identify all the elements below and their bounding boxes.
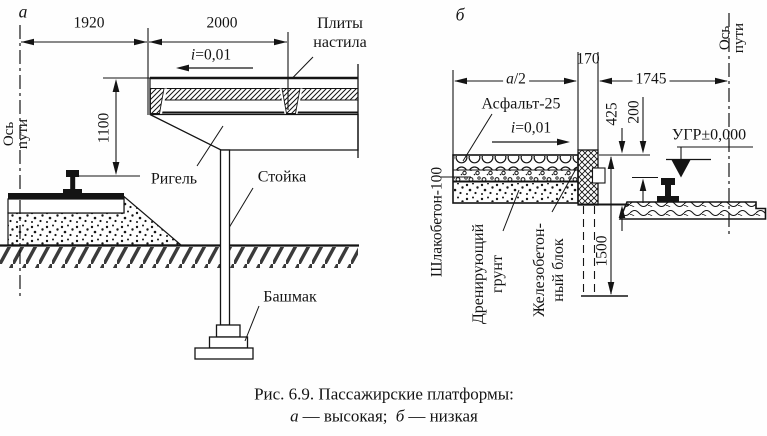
rail-section-b (657, 178, 679, 202)
ground-hatch-a (0, 247, 358, 268)
diagram-a-lines (0, 25, 359, 360)
crossbeam-outline (149, 113, 359, 151)
asphalt-label: Асфальт-25 (481, 95, 561, 113)
shoe-leader (244, 305, 260, 342)
arrow-left-icon (21, 38, 34, 46)
deck-leader (291, 56, 314, 79)
asphalt-layer (454, 156, 577, 170)
block-step (591, 167, 606, 184)
sleeper-slab (7, 198, 125, 214)
dim-1745-label: 1745 (632, 70, 670, 88)
crossbeam-label: Ригель (150, 170, 198, 188)
panel-a-label: а (18, 1, 28, 22)
drain-soil-layer (454, 183, 577, 202)
dim-1100-label: 1100 (95, 112, 113, 144)
arrow-up-icon (112, 79, 120, 92)
slope-label-a: i=0,01 (190, 46, 232, 64)
slab-top-bar (8, 193, 124, 199)
caption-title: Рис. 6.9. Пассажирские платформы: (254, 384, 514, 404)
rail-level-label: УГР±0,000 (671, 126, 747, 144)
deck-joint (281, 88, 301, 114)
rail-section-a (63, 170, 82, 194)
dim-425-label: 425 (603, 102, 621, 126)
dim-200-label: 200 (625, 100, 643, 124)
diagram-b-lines (441, 13, 767, 297)
slag-concrete-label: Шлакобетон-100 (428, 166, 446, 278)
dim-1500-label: 1500 (593, 235, 611, 267)
dim-2000-label: 2000 (206, 14, 238, 32)
crossbeam-leader (196, 125, 224, 167)
arrow-down-icon (112, 162, 120, 175)
panel-b-label: б (455, 4, 465, 25)
dim-1920-label: 1920 (73, 14, 105, 32)
block-leader (551, 166, 578, 213)
dim-half-width-label: а/2 (503, 70, 529, 88)
ballast-prism-b (618, 201, 767, 220)
column-leader (229, 187, 254, 228)
caption-legend: а— высокая; б— низкая (290, 406, 478, 426)
dim-170-label: 170 (576, 50, 600, 68)
slag-concrete-layer (454, 170, 577, 181)
level-mark-icon (671, 159, 691, 178)
column-stoika (219, 149, 231, 326)
column-label: Стойка (257, 168, 307, 186)
concrete-block-label: Железобетон-ный блок (531, 223, 567, 317)
asphalt-leader (462, 113, 493, 162)
arrow-right-icon (134, 38, 147, 46)
shoe-bashmak (194, 324, 254, 360)
slope-label-b: i=0,01 (510, 119, 552, 137)
deck-waterproofing (150, 89, 358, 100)
shoe-label: Башмак (263, 288, 317, 306)
drain-leader (502, 189, 520, 232)
